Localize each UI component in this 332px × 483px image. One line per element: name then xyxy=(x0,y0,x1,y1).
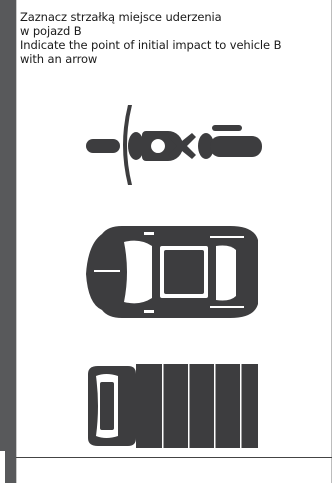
divider xyxy=(16,457,332,458)
truck-diagram[interactable] xyxy=(84,362,260,450)
car-icon xyxy=(84,224,262,321)
divider xyxy=(16,0,17,483)
impact-instructions: Zaznacz strzałką miejsce uderzenia w poj… xyxy=(20,10,330,66)
instruction-english-line-2: with an arrow xyxy=(20,52,330,66)
car-diagram[interactable] xyxy=(84,224,262,321)
instruction-polish-line-2: w pojazd B xyxy=(20,24,330,38)
form-corner xyxy=(0,451,5,483)
instruction-polish-line-1: Zaznacz strzałką miejsce uderzenia xyxy=(20,10,330,24)
form-side-bar xyxy=(0,0,16,483)
motorcycle-icon xyxy=(84,103,264,187)
truck-icon xyxy=(84,362,260,450)
motorcycle-diagram[interactable] xyxy=(84,103,264,187)
instruction-english-line-1: Indicate the point of initial impact to … xyxy=(20,38,330,52)
